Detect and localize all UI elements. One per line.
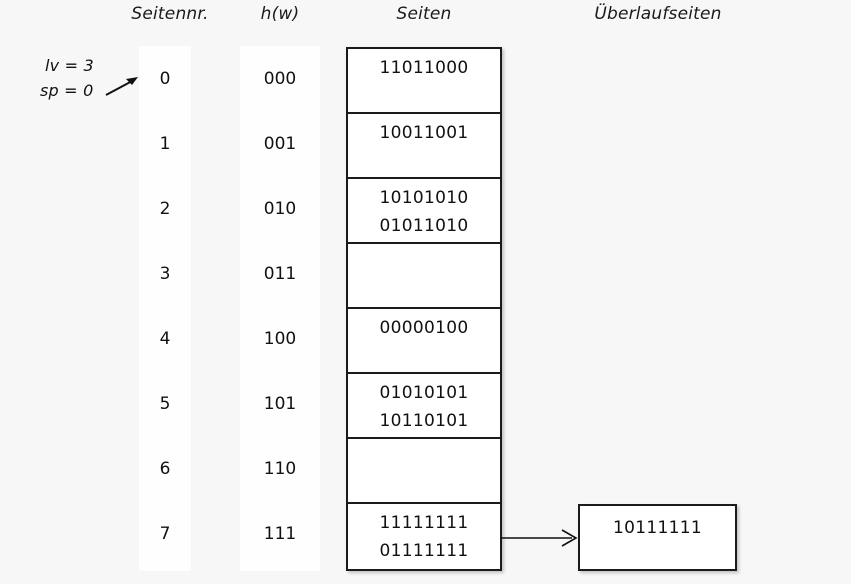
column-strip-seitennr xyxy=(139,46,191,571)
page-cell: 11111111 01111111 xyxy=(348,504,500,569)
page-entry: 01111111 xyxy=(379,541,469,561)
page-hash-label: 110 xyxy=(263,459,297,479)
column-strip-hw xyxy=(240,46,320,571)
page-index-label: 2 xyxy=(159,199,171,219)
page-hash-label: 000 xyxy=(263,69,297,89)
page-index-label: 7 xyxy=(159,524,171,544)
page-cell: 10101010 01011010 xyxy=(348,179,500,244)
page-hash-label: 001 xyxy=(263,134,297,154)
page-entry: 00000100 xyxy=(379,318,469,338)
page-hash-label: 101 xyxy=(263,394,297,414)
page-hash-label: 011 xyxy=(263,264,297,284)
page-hash-label: 100 xyxy=(263,329,297,349)
pages-table: 11011000 10011001 10101010 01011010 00000100… xyxy=(346,47,502,571)
split-pointer-arrow-icon xyxy=(105,77,138,96)
column-header-seiten: Seiten xyxy=(396,4,452,24)
page-index-label: 4 xyxy=(159,329,171,349)
param-lv-label: lv = 3 xyxy=(45,56,94,75)
page-cell: 01010101 10110101 xyxy=(348,374,500,439)
page-entry: 10101010 xyxy=(379,188,469,208)
overflow-entry: 10111111 xyxy=(613,518,702,538)
page-cell xyxy=(348,439,500,504)
page-hash-label: 111 xyxy=(263,524,297,544)
column-header-hw: h(w) xyxy=(260,4,300,24)
page-cell: 10011001 xyxy=(348,114,500,179)
overflow-page-box: 10111111 xyxy=(578,504,737,571)
page-cell: 00000100 xyxy=(348,309,500,374)
page-entry: 11111111 xyxy=(379,513,469,533)
column-header-seitennr: Seitennr. xyxy=(131,4,209,24)
page-index-label: 1 xyxy=(159,134,171,154)
page-index-label: 0 xyxy=(159,69,171,89)
param-sp-label: sp = 0 xyxy=(40,81,94,100)
overflow-connector-arrow-icon xyxy=(500,529,578,547)
column-header-ueberlaufseiten: Überlaufseiten xyxy=(594,4,722,24)
page-hash-label: 010 xyxy=(263,199,297,219)
page-index-label: 3 xyxy=(159,264,171,284)
page-cell xyxy=(348,244,500,309)
page-index-label: 5 xyxy=(159,394,171,414)
page-entry: 10011001 xyxy=(379,123,469,143)
page-index-label: 6 xyxy=(159,459,171,479)
page-entry: 01010101 xyxy=(379,383,469,403)
page-entry: 10110101 xyxy=(379,411,469,431)
page-entry: 11011000 xyxy=(379,58,469,78)
page-entry: 01011010 xyxy=(379,216,469,236)
page-cell: 11011000 xyxy=(348,49,500,114)
